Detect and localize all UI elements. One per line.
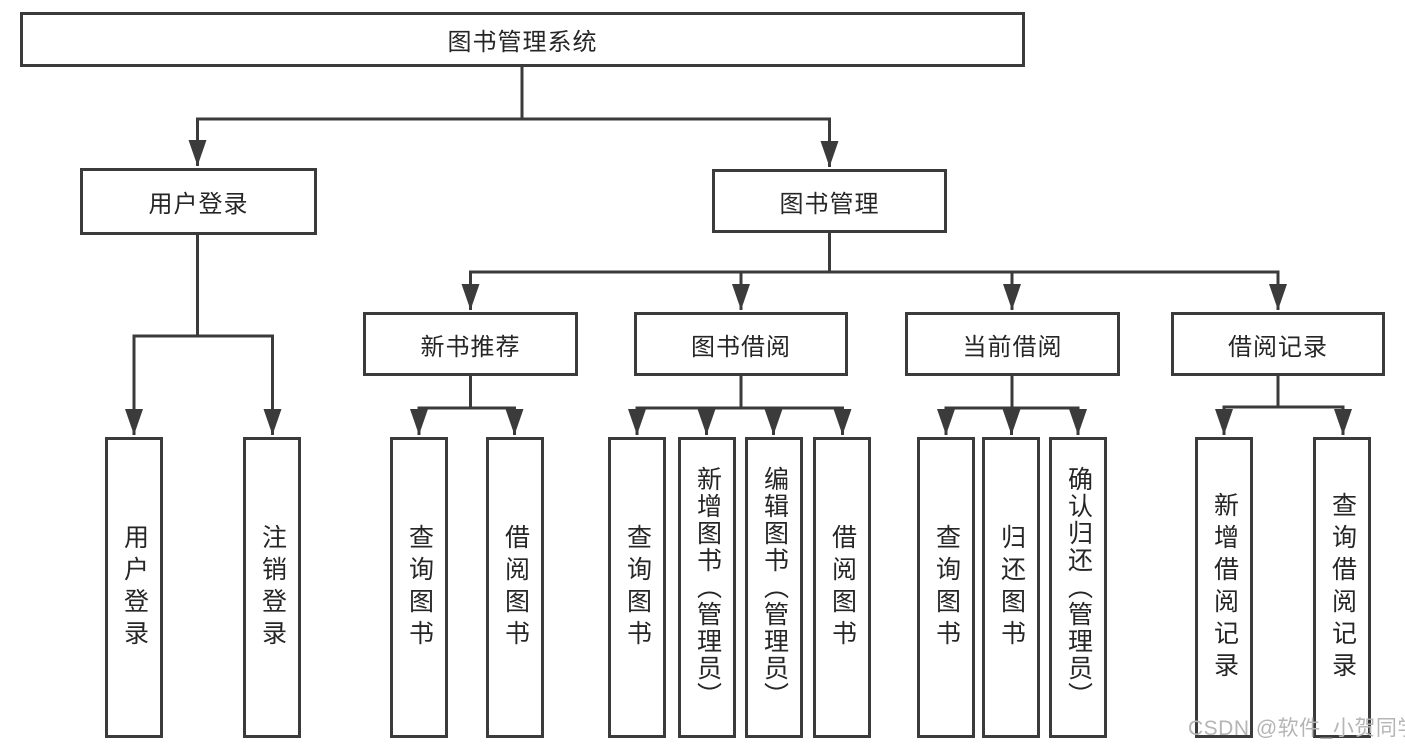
node-leaf-borrow-books-recommend: 借阅图书 <box>486 437 544 738</box>
node-leaf-add-books-admin: 新增图书（管理员） <box>678 437 736 738</box>
node-label: 借阅图书 <box>828 523 857 652</box>
node-leaf-add-borrow-record: 新增借阅记录 <box>1195 437 1253 738</box>
node-label: 新书推荐 <box>420 333 521 361</box>
node-label: 查询图书 <box>932 523 961 652</box>
node-book-management: 图书管理 <box>712 169 947 233</box>
node-label: 归还图书 <box>997 523 1026 652</box>
node-leaf-edit-books-admin: 编辑图书（管理员） <box>745 437 803 738</box>
node-book-borrowing: 图书借阅 <box>634 312 848 376</box>
node-label: 图书借阅 <box>691 333 791 361</box>
node-label: 用户登录 <box>148 191 249 218</box>
node-label: 新增图书（管理员） <box>693 466 722 709</box>
node-label: 借阅图书 <box>501 523 530 652</box>
node-leaf-query-books-recommend: 查询图书 <box>390 437 448 738</box>
node-label: 图书管理 <box>779 190 880 218</box>
node-label: 查询借阅记录 <box>1328 491 1357 684</box>
node-label: 查询图书 <box>623 523 652 652</box>
node-leaf-query-books-current: 查询图书 <box>917 437 975 738</box>
node-leaf-logout: 注销登录 <box>243 437 301 738</box>
node-borrowing-records: 借阅记录 <box>1171 312 1385 376</box>
node-label: 注销登录 <box>258 523 287 652</box>
node-library-management-system: 图书管理系统 <box>20 12 1025 67</box>
node-label: 新增借阅记录 <box>1210 491 1239 684</box>
csdn-watermark: CSDN @软件_小贺同学 <box>1188 717 1405 740</box>
node-label: 查询图书 <box>405 523 434 652</box>
node-user-login: 用户登录 <box>80 168 317 235</box>
node-label: 编辑图书（管理员） <box>760 466 789 709</box>
node-leaf-user-login: 用户登录 <box>105 437 163 738</box>
node-leaf-borrow-books: 借阅图书 <box>813 437 871 738</box>
node-leaf-query-borrow-record: 查询借阅记录 <box>1313 437 1371 738</box>
node-new-book-recommendation: 新书推荐 <box>363 312 578 376</box>
node-leaf-confirm-return-admin: 确认归还（管理员） <box>1049 437 1107 738</box>
node-current-borrowing: 当前借阅 <box>905 312 1120 376</box>
node-label: 借阅记录 <box>1228 333 1328 361</box>
node-leaf-query-books-borrowing: 查询图书 <box>608 437 666 738</box>
node-label: 用户登录 <box>120 523 149 652</box>
node-leaf-return-books: 归还图书 <box>982 437 1040 738</box>
node-label: 确认归还（管理员） <box>1064 466 1093 709</box>
node-label: 图书管理系统 <box>447 29 598 56</box>
node-label: 当前借阅 <box>962 333 1063 361</box>
